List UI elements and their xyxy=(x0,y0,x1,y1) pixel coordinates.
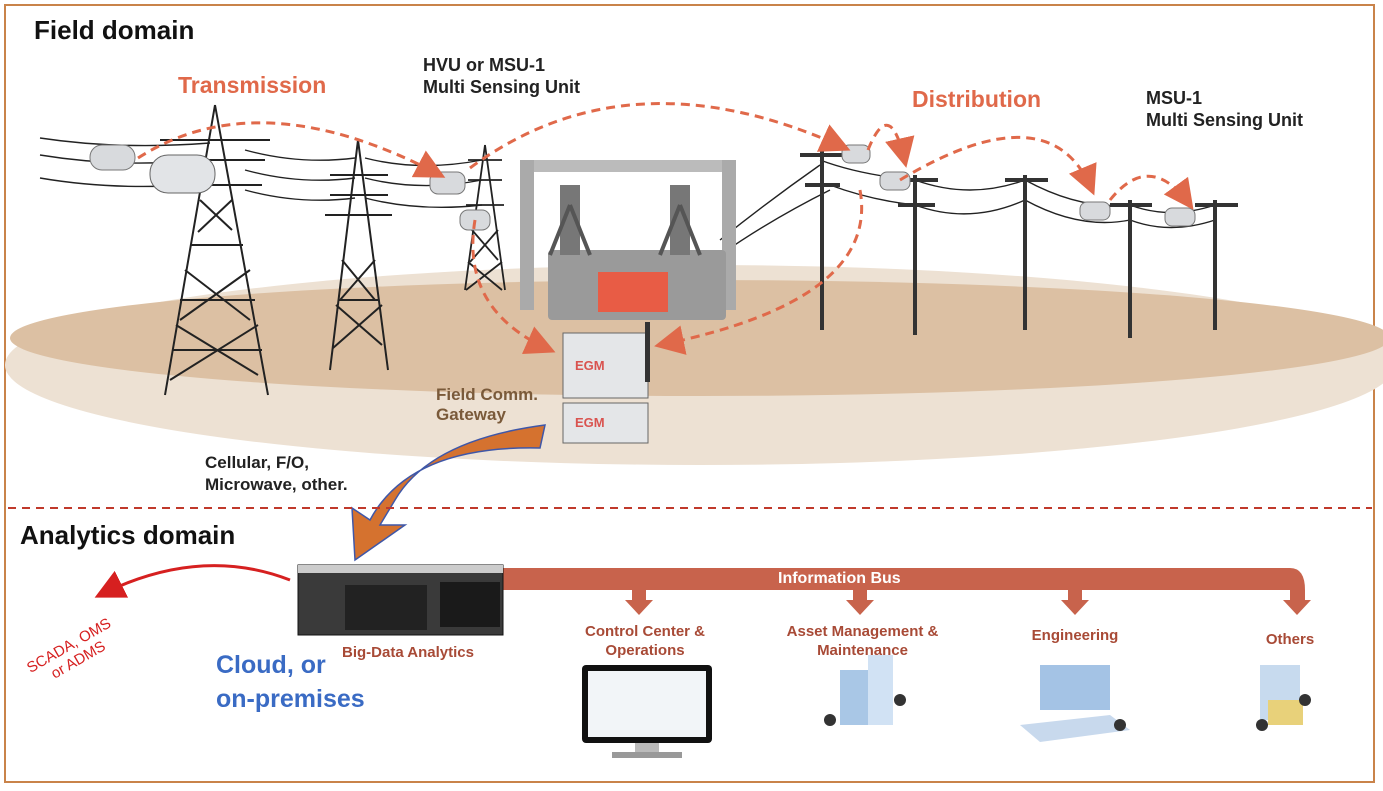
information-bus xyxy=(470,568,1311,615)
dept-others-line1: Others xyxy=(1265,631,1315,648)
power-lines xyxy=(39,137,1216,256)
hvu-label-line1: HVU or MSU-1 xyxy=(423,55,546,75)
hvu-label: HVU or MSU-1 Multi Sensing Unit xyxy=(423,54,580,98)
scada-arrow xyxy=(94,564,291,598)
distribution-poles xyxy=(800,150,1238,338)
comm-links xyxy=(137,102,1194,355)
hvu-label-line2: Multi Sensing Unit xyxy=(423,77,580,97)
diagram-frame xyxy=(4,4,1375,783)
dept-control-center: Control Center & Operations xyxy=(570,622,720,660)
analytics-domain-title: Analytics domain xyxy=(20,520,236,550)
substation xyxy=(520,160,736,320)
transmission-tower-medium xyxy=(325,139,392,371)
monitor-dashboard-icon xyxy=(582,665,712,758)
information-bus-label: Information Bus xyxy=(778,570,901,587)
gateway-device xyxy=(562,322,650,444)
msu-label-line1: MSU-1 xyxy=(1146,88,1203,108)
laptop-engineering-icon xyxy=(1020,665,1130,742)
dept-control-center-line2: Operations xyxy=(605,642,685,659)
msu-label-line2: Multi Sensing Unit xyxy=(1146,110,1303,130)
cloud-label-line1: Cloud, or xyxy=(216,651,326,679)
comm-label-line2: Microwave, other. xyxy=(205,475,348,494)
building-people-icon xyxy=(824,655,906,726)
server-people-icon xyxy=(1256,665,1311,731)
transmission-label: Transmission xyxy=(178,72,327,98)
dept-asset-management-line1: Asset Management & xyxy=(786,623,939,640)
dept-engineering: Engineering xyxy=(1020,626,1130,645)
server-rack-icon xyxy=(297,564,504,636)
comm-label-line1: Cellular, F/O, xyxy=(205,453,309,472)
sensing-unit xyxy=(89,144,1196,231)
gateway-label: Field Comm. Gateway xyxy=(436,385,538,425)
field-domain-title: Field domain xyxy=(34,15,195,45)
server-label: Big-Data Analytics xyxy=(342,644,474,661)
transmission-tower-large xyxy=(160,104,270,396)
gateway-brand-top: EGM xyxy=(575,358,605,373)
uplink-arrow xyxy=(351,424,546,562)
dept-others: Others xyxy=(1255,630,1325,649)
dept-control-center-line1: Control Center & xyxy=(585,623,705,640)
comm-label: Cellular, F/O, Microwave, other. xyxy=(205,452,348,496)
dept-asset-management: Asset Management & Maintenance xyxy=(770,622,955,660)
gateway-brand-bottom: EGM xyxy=(575,415,605,430)
gateway-label-line2: Gateway xyxy=(436,405,506,424)
cloud-label-line2: on-premises xyxy=(216,685,365,713)
dept-engineering-line1: Engineering xyxy=(1031,627,1119,644)
dept-asset-management-line2: Maintenance xyxy=(817,642,908,659)
distribution-label: Distribution xyxy=(912,86,1042,112)
msu-label: MSU-1 Multi Sensing Unit xyxy=(1146,87,1303,131)
gateway-label-line1: Field Comm. xyxy=(436,385,539,404)
cloud-label: Cloud, or on-premises xyxy=(216,648,365,716)
